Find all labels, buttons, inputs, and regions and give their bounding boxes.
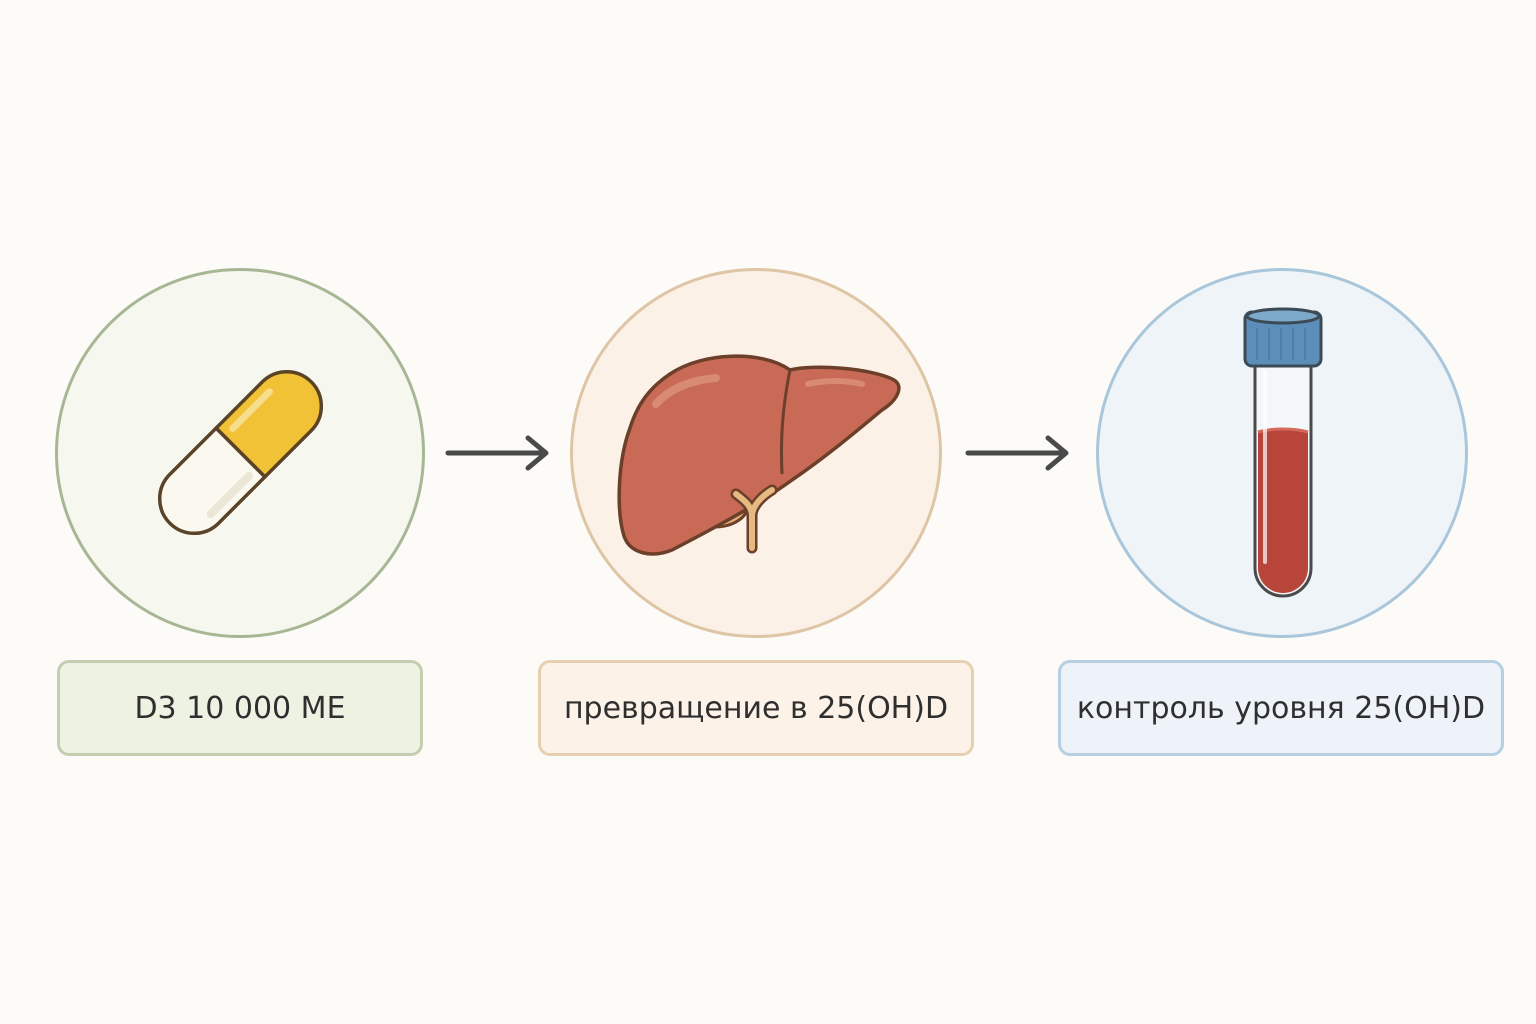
arrow-right-icon [445, 435, 549, 471]
liver-icon [617, 354, 901, 556]
test-tube-step-label: контроль уровня 25(OH)D [1058, 660, 1504, 756]
arrow-right-icon [965, 435, 1069, 471]
liver-step-label: превращение в 25(OH)D [538, 660, 974, 756]
capsule-step-label: D3 10 000 МЕ [57, 660, 423, 756]
test-tube-icon [1243, 307, 1323, 598]
capsule-icon [157, 369, 324, 536]
